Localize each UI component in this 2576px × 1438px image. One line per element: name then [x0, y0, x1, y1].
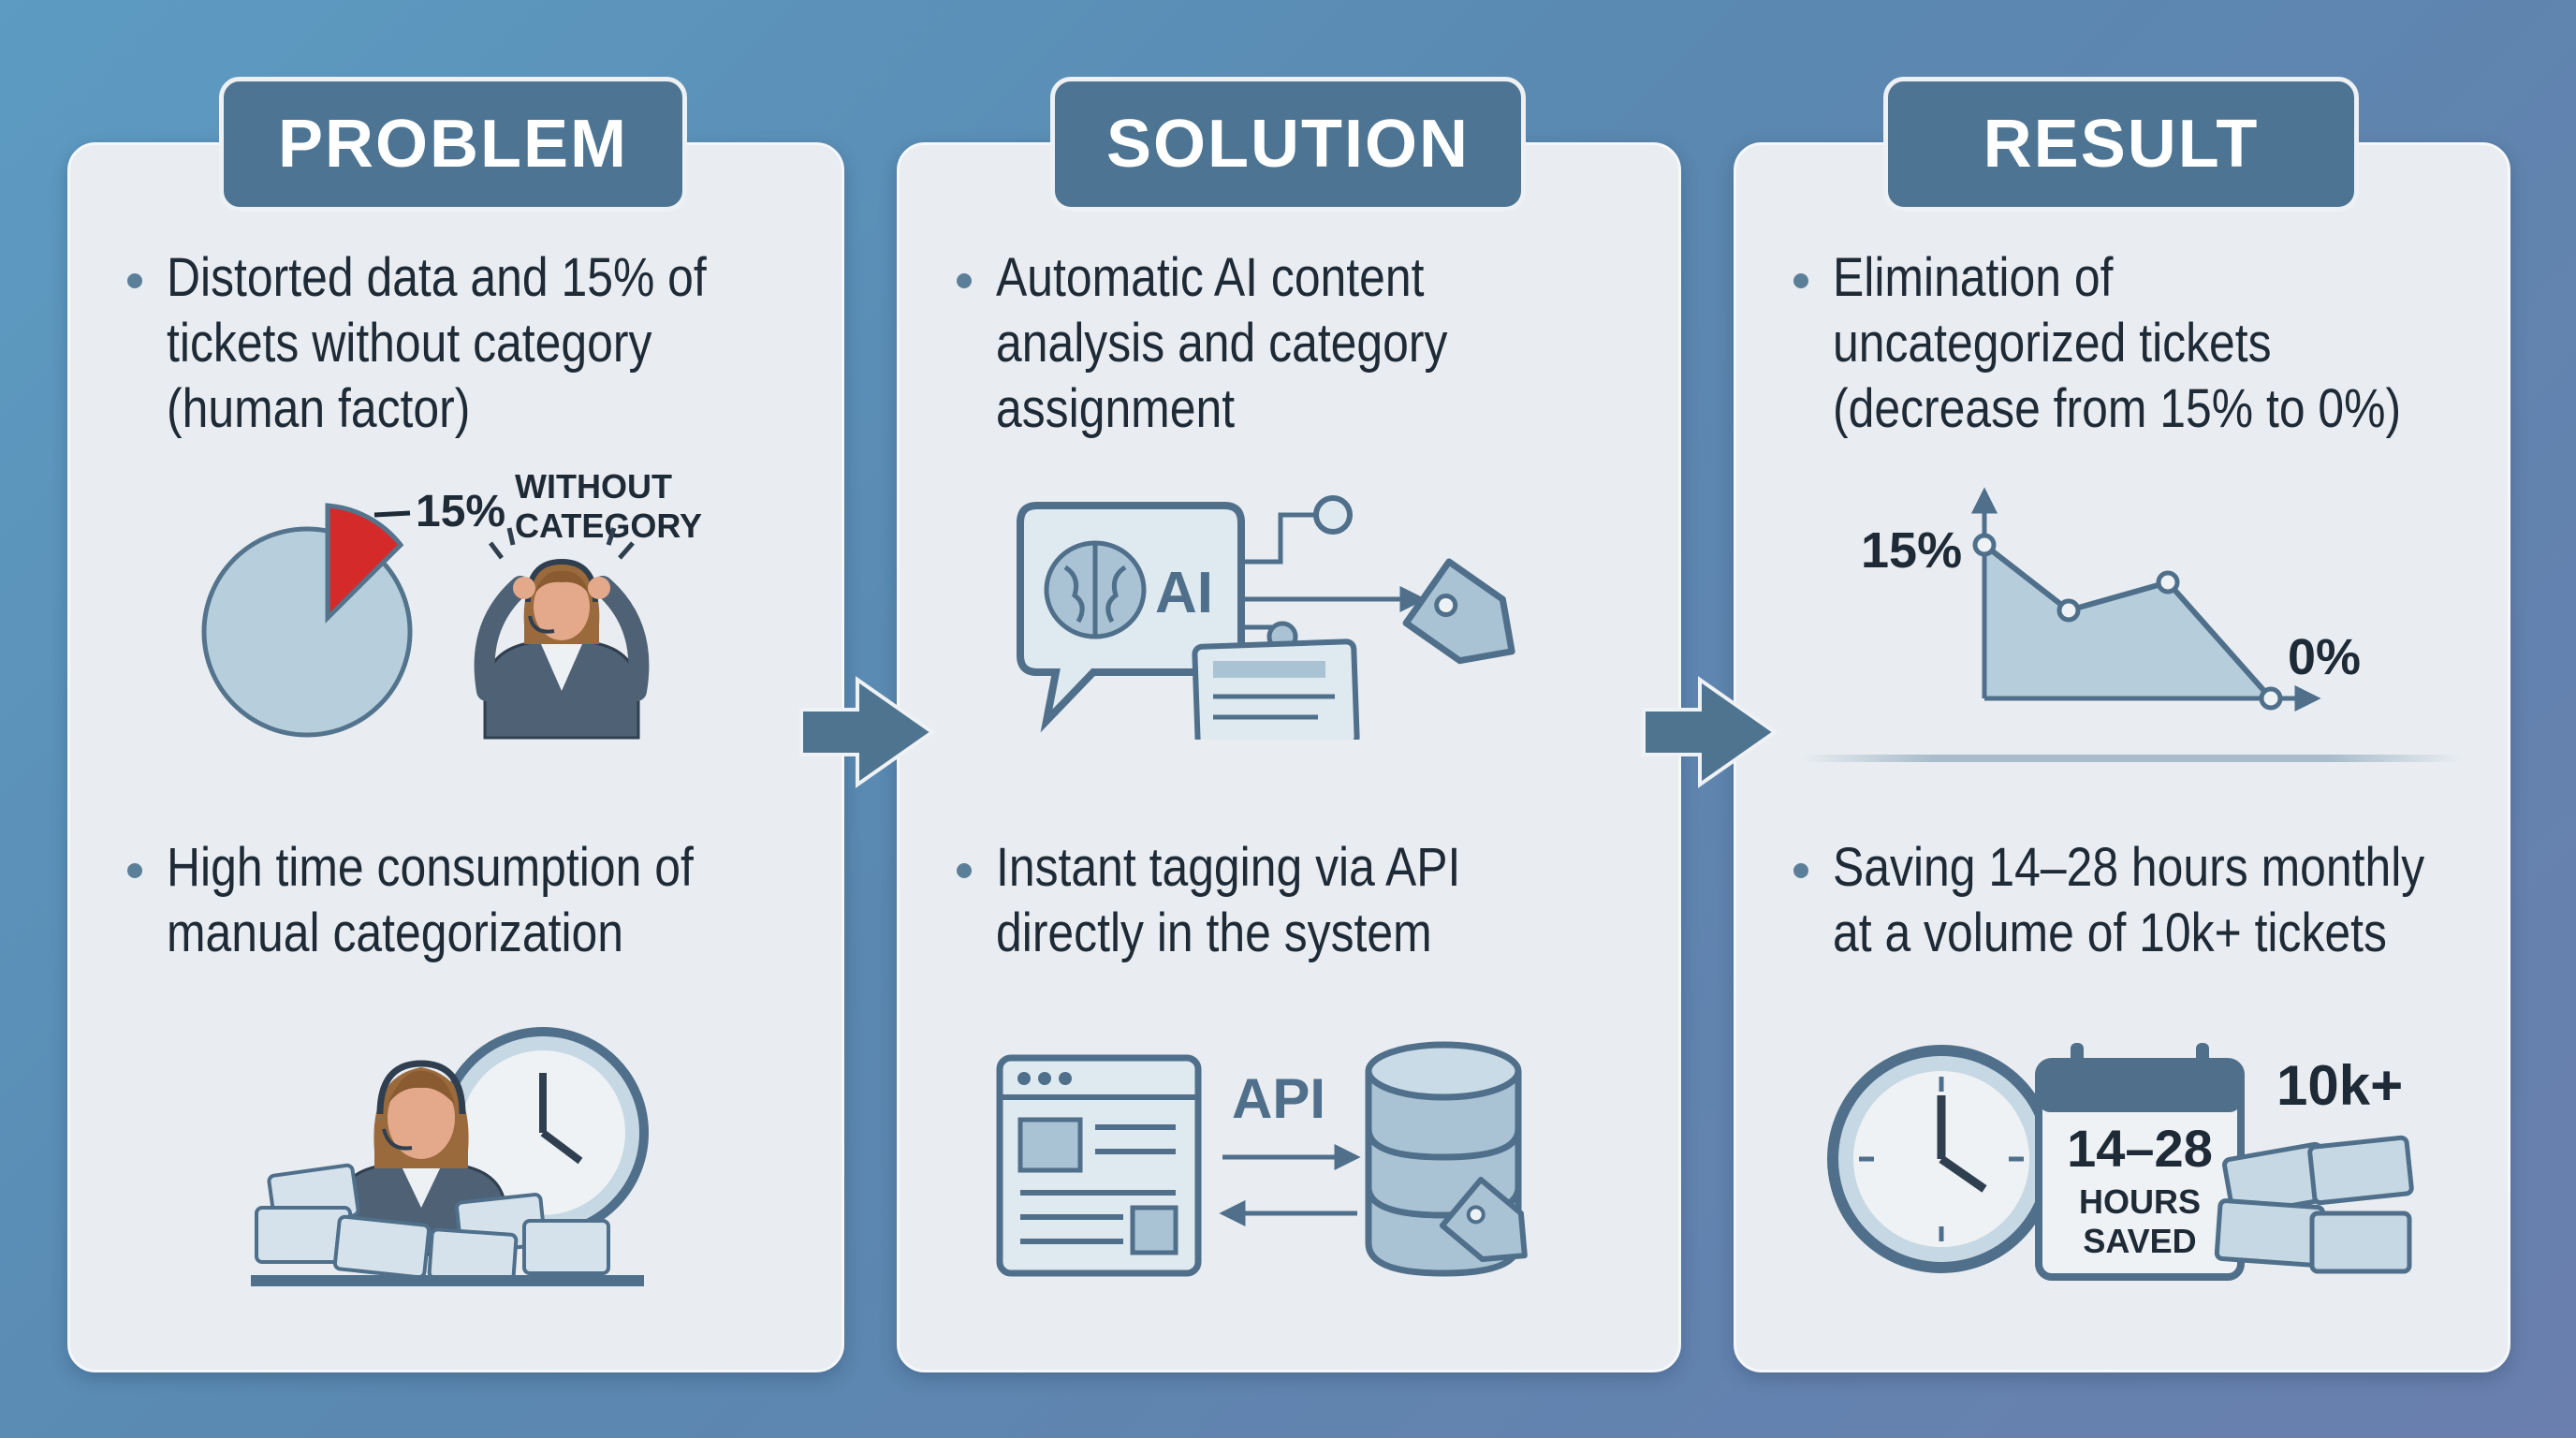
- calendar-line-2: SAVED: [2083, 1222, 2196, 1260]
- problem-bullet-2: High time consumption of manual categori…: [167, 835, 694, 966]
- flow-arrow-icon: [799, 676, 936, 788]
- connector-lines: [1241, 512, 1427, 638]
- chart-point: [2156, 570, 2180, 594]
- solution-bullet-1-line-3: assignment: [996, 378, 1236, 439]
- hours-saved-illustration: 14–28 HOURS SAVED 10k+: [1827, 1043, 2414, 1281]
- calendar-range: 14–28: [2067, 1119, 2213, 1178]
- clock-icon: [1827, 1045, 2056, 1273]
- solution-bullet-1-line-2: analysis and category: [996, 313, 1448, 374]
- calendar-icon: 14–28 HOURS SAVED: [2035, 1043, 2245, 1281]
- chart-line: [1983, 542, 2274, 700]
- ai-analysis-illustration: AI: [1017, 495, 1515, 740]
- tag-icon: [1402, 558, 1515, 665]
- result-bullet-1: Elimination of uncategorized tickets (de…: [1833, 245, 2401, 442]
- problem-bullet-2-line-1: High time consumption of: [167, 837, 694, 898]
- busy-agent-illustration: [251, 1027, 649, 1286]
- result-bullet-2: Saving 14–28 hours monthly at a volume o…: [1833, 835, 2424, 966]
- bullet-dot: [127, 273, 142, 288]
- api-label: API: [1232, 1067, 1325, 1130]
- result-bullet-2-line-2: at a volume of 10k+ tickets: [1833, 902, 2387, 963]
- ai-chat-bubble-icon: AI: [1017, 502, 1245, 733]
- pie-percent-label: 15%: [416, 487, 505, 536]
- chart-start-label: 15%: [1861, 522, 1962, 579]
- api-tagging-illustration: API: [996, 1041, 1528, 1277]
- pie-label-line-1: WITHOUT: [515, 467, 672, 506]
- volume-label: 10k+: [2276, 1054, 2403, 1117]
- result-bullet-2-line-1: Saving 14–28 hours monthly: [1833, 837, 2425, 898]
- calendar-line-1: HOURS: [2079, 1182, 2201, 1221]
- problem-bullet-1-line-3: (human factor): [167, 378, 471, 439]
- chart-point: [2259, 686, 2283, 711]
- bullet-dot: [957, 863, 972, 878]
- ticket-stack-icon: [255, 1163, 610, 1285]
- decrease-chart-illustration: 15% 0%: [1861, 487, 2361, 712]
- problem-title: PROBLEM: [219, 77, 687, 212]
- solution-bullet-1: Automatic AI content analysis and catego…: [996, 245, 1447, 442]
- pie-chart-illustration: 15% WITHOUT CATEGORY: [201, 467, 702, 740]
- section-divider: [1801, 755, 2462, 762]
- solution-title: SOLUTION: [1050, 77, 1526, 212]
- node-icon: [1313, 495, 1353, 535]
- desk-icon: [251, 1275, 644, 1286]
- problem-bullet-1-line-1: Distorted data and 15% of: [167, 247, 707, 308]
- tag-icon: [1439, 1177, 1528, 1263]
- ticket-stack-icon: [2214, 1135, 2414, 1274]
- problem-bullet-1-line-2: tickets without category: [167, 313, 652, 374]
- pie-slice-15-percent: [325, 503, 404, 624]
- solution-bullet-2-line-2: directly in the system: [996, 902, 1432, 963]
- problem-bullet-2-line-2: manual categorization: [167, 902, 624, 963]
- result-bullet-1-line-1: Elimination of: [1833, 247, 2114, 308]
- chart-point: [2056, 598, 2081, 623]
- bullet-dot: [1793, 863, 1808, 878]
- solution-bullet-1-line-1: Automatic AI content: [996, 247, 1425, 308]
- bullet-dot: [127, 863, 142, 878]
- solution-bullet-2-line-1: Instant tagging via API: [996, 837, 1461, 898]
- problem-bullet-1: Distorted data and 15% of tickets withou…: [167, 245, 707, 442]
- chart-area: [1984, 545, 2271, 698]
- ai-label: AI: [1155, 561, 1213, 625]
- solution-bullet-2: Instant tagging via API directly in the …: [996, 835, 1460, 966]
- result-title: RESULT: [1883, 77, 2359, 212]
- chart-end-label: 0%: [2288, 629, 2361, 685]
- document-icon: [1192, 638, 1360, 740]
- bullet-dot: [957, 273, 972, 288]
- flow-arrow-icon: [1642, 676, 1778, 788]
- bullet-dot: [1793, 273, 1808, 288]
- browser-window-icon: [996, 1054, 1202, 1277]
- brain-icon: [1044, 540, 1147, 639]
- result-bullet-1-line-2: uncategorized tickets: [1833, 313, 2272, 374]
- bidirectional-arrows-icon: [1219, 1143, 1361, 1227]
- result-bullet-1-line-3: (decrease from 15% to 0%): [1833, 378, 2402, 439]
- stressed-agent-icon: [474, 527, 650, 740]
- chart-point: [1972, 533, 1997, 557]
